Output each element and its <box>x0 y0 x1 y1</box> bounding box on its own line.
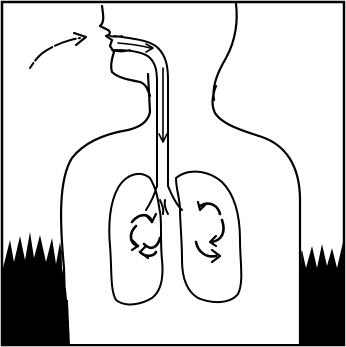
breathing-diagram <box>0 0 346 347</box>
